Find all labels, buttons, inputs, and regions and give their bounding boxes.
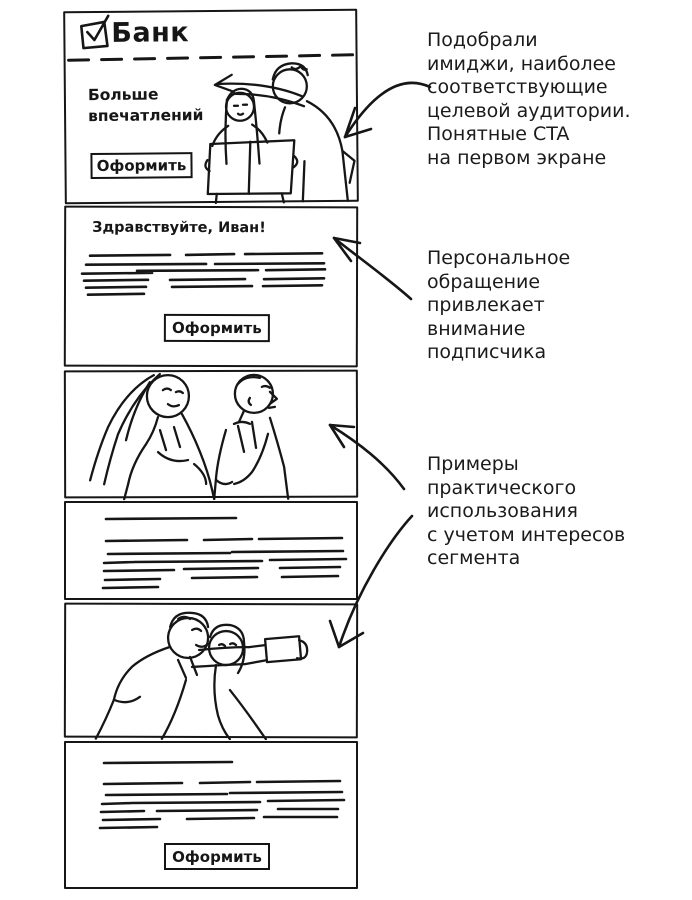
walking-couple-illustration [88,372,290,501]
hero-cta-button[interactable]: Оформить [90,152,193,180]
annotation-usage-examples: Примеры практического использования с уч… [427,453,626,569]
hero-heading: Больше впечатлений [87,85,204,126]
man-pointing-illustration [213,62,356,203]
checkbox-icon [79,14,110,50]
final-cta-button[interactable]: Оформить [164,843,270,870]
greeting-section: Здравствуйте, Иван! Оформить [63,205,359,368]
header-divider [67,53,359,62]
annotation-hero-imagery: Подобрали имиджи, наиболее соответствующ… [427,29,631,169]
placeholder-text-lines [101,516,348,590]
email-header-hero-section: Банк Больше впечатлений Оформить [63,8,359,205]
text-section [64,501,358,600]
image-section-selfie [63,602,359,741]
selfie-illustration [94,611,309,741]
annotation-personal-greeting: Персональное обращение привлекает вниман… [427,247,571,363]
greeting-cta-button[interactable]: Оформить [163,313,270,343]
woman-with-map-illustration [204,87,299,205]
greeting-text: Здравствуйте, Иван! [92,219,266,237]
final-section: Оформить [64,741,358,889]
image-section-walking-couple [63,369,359,501]
brand-name: Банк [111,17,190,49]
